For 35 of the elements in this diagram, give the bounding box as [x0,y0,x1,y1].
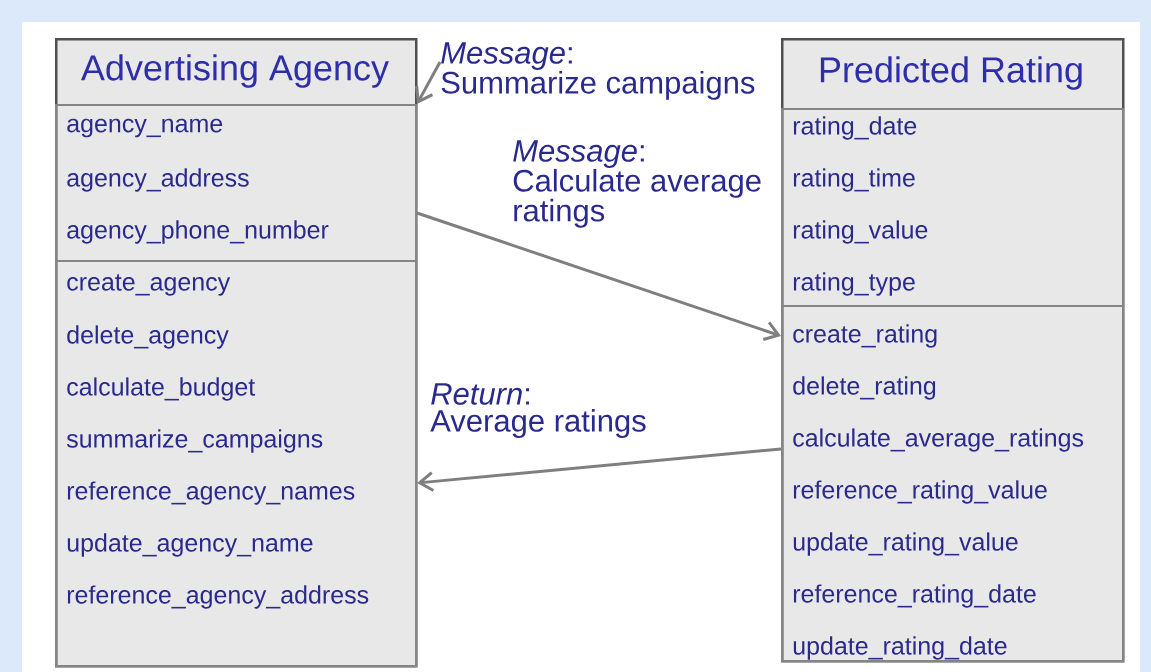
class-box [781,38,1125,663]
class-box [55,38,418,668]
class-name: Advertising Agency [81,54,389,88]
operation-name: update_agency_name [67,533,313,557]
operation-name: delete_agency [67,325,229,349]
attribute-name: rating_date [793,116,917,140]
operation-name: reference_rating_value [793,480,1047,504]
edge-label: Message: Calculate average ratings [513,140,761,228]
attribute-name: rating_type [793,272,915,296]
attribute-compartment [781,108,1124,307]
operation-name: create_agency [67,274,231,296]
arrow [416,211,781,341]
attribute-name: agency_phone_number [67,220,329,244]
arrow [415,61,442,104]
attribute-compartment [55,104,417,262]
edge-label: Message: Summarize campaigns [441,42,755,100]
operation-name: calculate_average_ratings [793,428,1084,452]
operation-name: summarize_campaigns [66,429,323,453]
operation-name: update_rating_date [793,636,1007,660]
operation-name: update_rating_value [793,532,1018,556]
operation-name: reference_agency_names [67,481,355,505]
attribute-name: rating_value [793,220,928,244]
operation-name: calculate_budget [67,377,255,401]
arrow [417,447,782,492]
attribute-name: agency_name [67,118,223,138]
operation-name: reference_agency_address [67,585,369,609]
attribute-name: rating_time [793,168,915,192]
operation-name: create_rating [793,324,937,348]
operation-name: reference_rating_date [793,584,1036,608]
operation-compartment [781,305,1124,662]
operation-compartment [55,260,417,667]
attribute-name: agency_address [67,168,249,192]
operation-name: delete_rating [793,376,936,400]
edge-label: Return: Average ratings [430,383,646,438]
class-name: Predicted Rating [820,56,1082,90]
